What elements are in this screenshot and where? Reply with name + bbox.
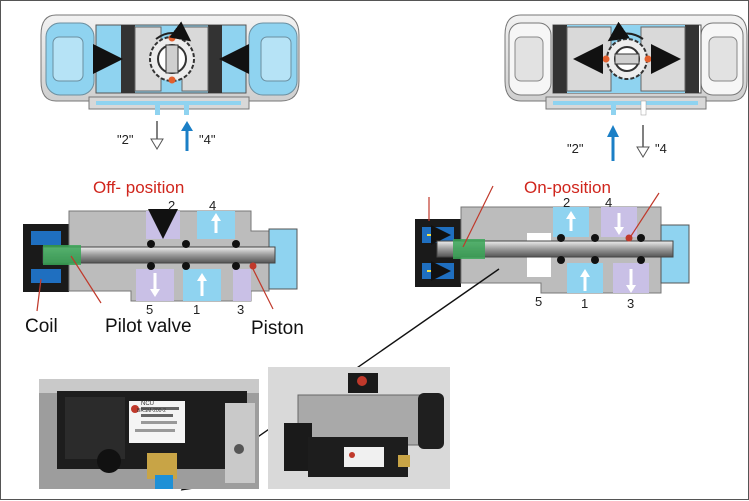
photo-valve-closeup <box>39 379 259 489</box>
photo-label-model: BRSM-200-2 <box>137 408 166 414</box>
off-valve-port-2: 2 <box>168 198 176 213</box>
coil-callout: Coil <box>25 316 58 337</box>
pilot-valve-callout: Pilot valve <box>105 316 192 337</box>
photo-actuator-assembly-art <box>268 367 450 489</box>
photo-actuator-assembly <box>268 367 450 489</box>
off-valve-port-5: 5 <box>146 302 154 317</box>
off-port-4-label: "4" <box>199 132 216 147</box>
on-valve-port-3: 3 <box>627 296 635 311</box>
on-actuator <box>504 14 748 161</box>
off-actuator <box>40 14 300 151</box>
off-valve-port-4: 4 <box>209 198 217 213</box>
on-position-title: On-position <box>524 178 611 197</box>
on-valve-port-4: 4 <box>605 195 613 210</box>
off-valve <box>23 209 298 312</box>
on-valve-port-2: 2 <box>563 195 571 210</box>
photo-valve-closeup-art <box>39 379 259 489</box>
on-port-4-label: "4 <box>655 141 667 156</box>
photo-label-brand: NCU <box>141 401 154 407</box>
off-valve-port-3: 3 <box>237 302 245 317</box>
off-port-2-label: "2" <box>117 132 134 147</box>
on-valve <box>415 185 690 294</box>
off-position-title: Off- position <box>93 178 185 197</box>
on-port-2-label: "2" <box>567 141 584 156</box>
off-valve-port-1: 1 <box>193 302 201 317</box>
on-valve-port-5: 5 <box>535 294 543 309</box>
piston-callout: Piston <box>251 318 304 339</box>
on-valve-port-1: 1 <box>581 296 589 311</box>
